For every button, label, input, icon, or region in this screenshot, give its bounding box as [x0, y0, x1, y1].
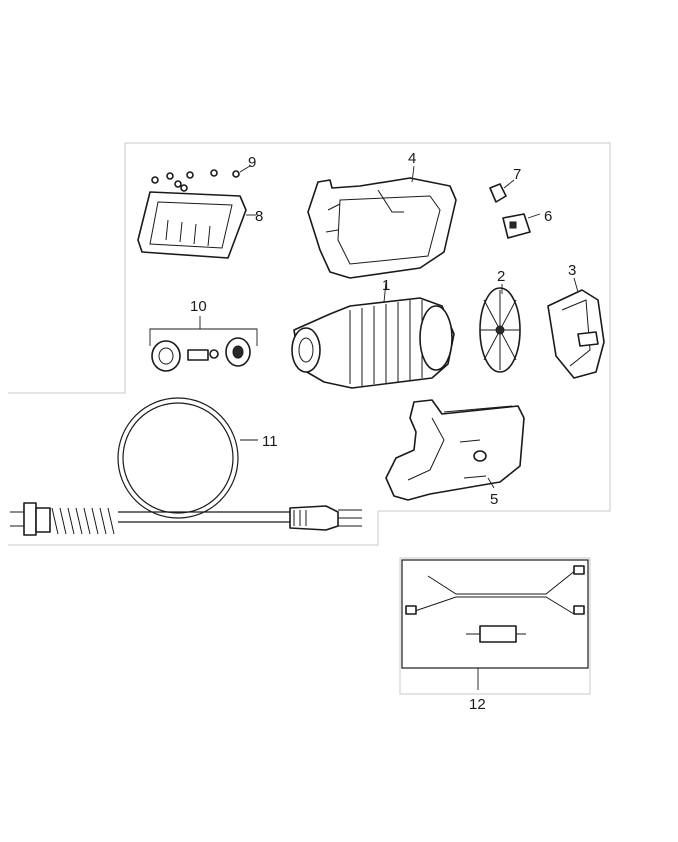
label-9: 9: [248, 154, 256, 171]
label-11: 11: [262, 433, 278, 450]
part-12-wiring-box: [399, 557, 591, 695]
label-6: 6: [544, 208, 552, 225]
label-4: 4: [408, 150, 416, 167]
label-12: 12: [469, 696, 486, 713]
part-1-motor: [291, 281, 455, 389]
part-7-component: [489, 179, 515, 203]
part-9-screws: [151, 165, 251, 192]
part-11-power-cord: [10, 397, 362, 536]
label-8: 8: [255, 208, 263, 225]
part-2-fan: [479, 284, 521, 373]
parts-frame: [8, 142, 611, 546]
part-5-lower-housing: [385, 399, 525, 501]
part-8-cover: [137, 191, 256, 259]
label-10: 10: [190, 298, 207, 315]
label-1: 1: [382, 277, 390, 294]
label-2: 2: [497, 268, 505, 285]
part-3-fan-cover: [547, 277, 605, 379]
label-7: 7: [513, 166, 521, 183]
label-3: 3: [568, 262, 576, 279]
label-5: 5: [490, 491, 498, 508]
part-4-housing: [307, 165, 457, 279]
callout-labels: 9 4 7 8 6 2 3 1 10 11 5 12: [190, 150, 576, 713]
part-10-bearing-set: [149, 316, 258, 372]
part-6-switch: [502, 213, 541, 239]
